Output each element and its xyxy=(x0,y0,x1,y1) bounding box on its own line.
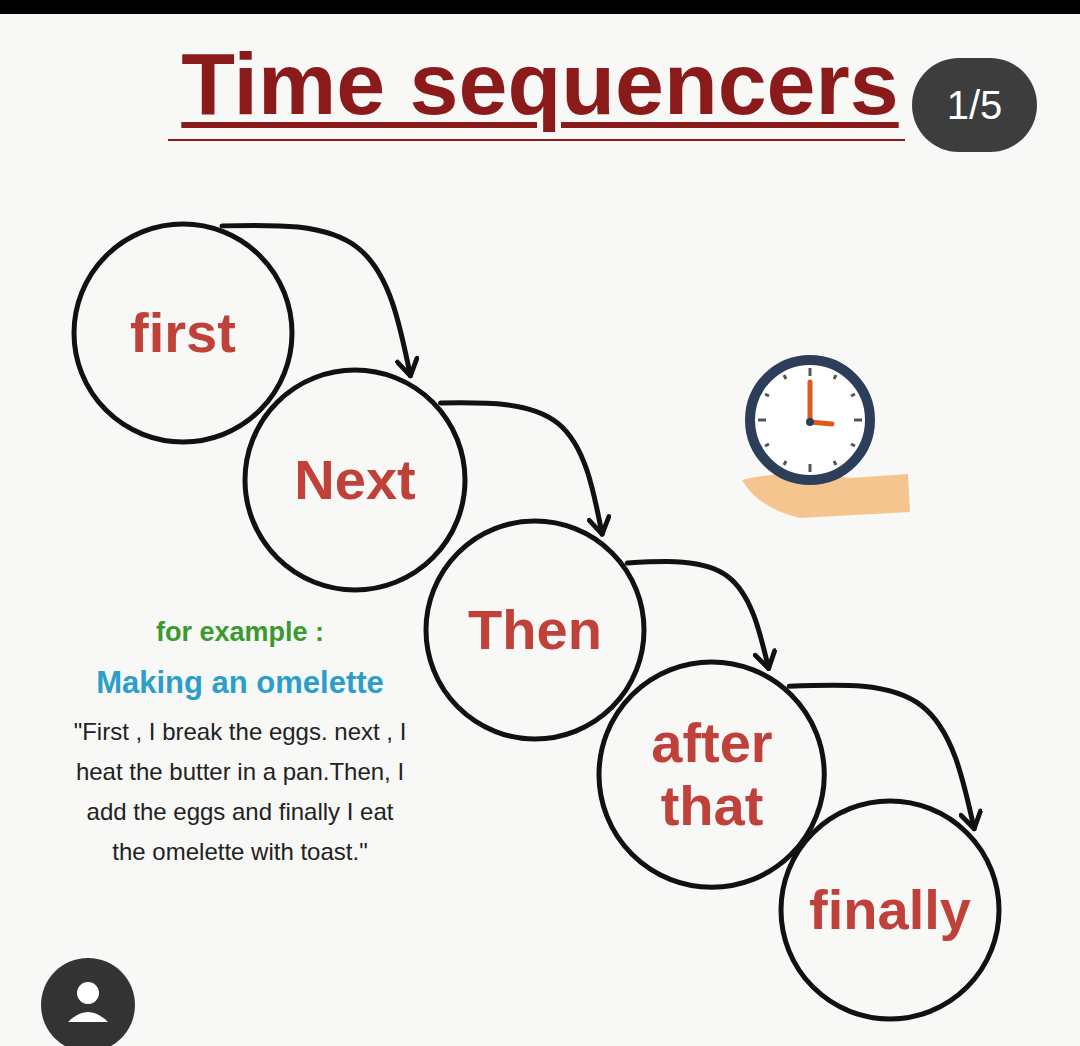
clock-face xyxy=(750,360,870,480)
top-bar xyxy=(0,0,1080,14)
clock-tick xyxy=(854,419,862,422)
clock-tick xyxy=(834,461,836,465)
example-text: "First , I break the eggs. next , I heat… xyxy=(70,712,410,872)
clock-tick xyxy=(765,444,769,446)
title-underline xyxy=(168,139,905,141)
clock-tick xyxy=(834,375,836,379)
circle-shape xyxy=(245,370,465,590)
avatar-icon xyxy=(41,958,135,1046)
clock-hand xyxy=(808,382,813,422)
clock-tick xyxy=(851,444,855,446)
clock-tick xyxy=(784,461,786,465)
sequence-circle: Next xyxy=(242,367,468,593)
curved-arrow xyxy=(789,685,974,829)
clock-tick xyxy=(758,419,766,422)
circle-shape xyxy=(74,224,292,442)
sequence-word: after that xyxy=(627,712,797,837)
sequence-circle: first xyxy=(71,221,295,445)
sequence-circle: finally xyxy=(778,798,1002,1022)
curved-arrow xyxy=(627,562,768,669)
clock-tick xyxy=(765,394,769,396)
circle-shape xyxy=(781,801,999,1019)
sequence-circle: Then xyxy=(423,518,647,742)
sequence-word: Then xyxy=(468,599,602,662)
clock-tick xyxy=(784,375,786,379)
clock-tick xyxy=(809,368,812,376)
avatar-body xyxy=(68,1012,108,1022)
diagram-title: Time sequencers xyxy=(181,34,898,133)
clock-tick xyxy=(809,464,812,472)
example-heading: for example : xyxy=(70,616,410,648)
example-title: Making an omelette xyxy=(70,664,410,701)
avatar-head xyxy=(77,982,99,1004)
sequence-word: finally xyxy=(809,879,971,942)
page-badge: 1/5 xyxy=(912,58,1037,152)
clock-ticks xyxy=(758,368,862,472)
circle-shape xyxy=(426,521,644,739)
sequence-word: first xyxy=(130,302,236,365)
circle-shape xyxy=(599,662,824,887)
clock-tick xyxy=(851,394,855,396)
sequence-word: Next xyxy=(294,449,415,512)
clock-pin xyxy=(806,418,814,426)
